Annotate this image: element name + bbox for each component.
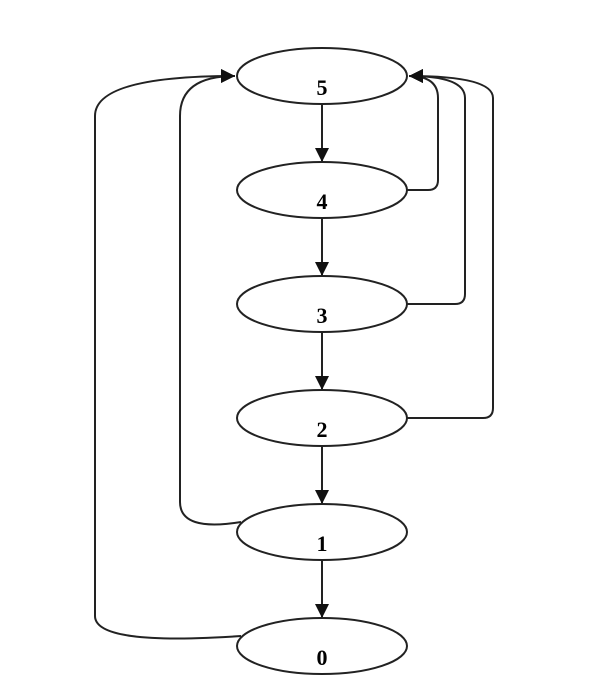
- node-ellipse: [236, 275, 408, 333]
- node-4: 4: [236, 161, 408, 219]
- node-ellipse: [236, 161, 408, 219]
- edge-4-to-5: [407, 69, 439, 191]
- node-1: 1: [236, 503, 408, 561]
- node-ellipse: [236, 47, 408, 105]
- node-ellipse: [236, 389, 408, 447]
- node-label: 3: [317, 303, 328, 328]
- node-0: 0: [236, 617, 408, 675]
- edge-1-to-5: [179, 69, 242, 526]
- node-label: 0: [317, 645, 328, 670]
- node-3: 3: [236, 275, 408, 333]
- node-label: 1: [317, 531, 328, 556]
- edge-3-to-5: [407, 69, 466, 305]
- node-5: 5: [236, 47, 408, 105]
- node-label: 4: [317, 189, 328, 214]
- edge-0-to-5: [94, 69, 242, 640]
- edge-2-to-5: [407, 69, 494, 419]
- node-ellipse: [236, 617, 408, 675]
- node-label: 5: [317, 75, 328, 100]
- node-ellipse: [236, 503, 408, 561]
- node-2: 2: [236, 389, 408, 447]
- node-label: 2: [317, 417, 328, 442]
